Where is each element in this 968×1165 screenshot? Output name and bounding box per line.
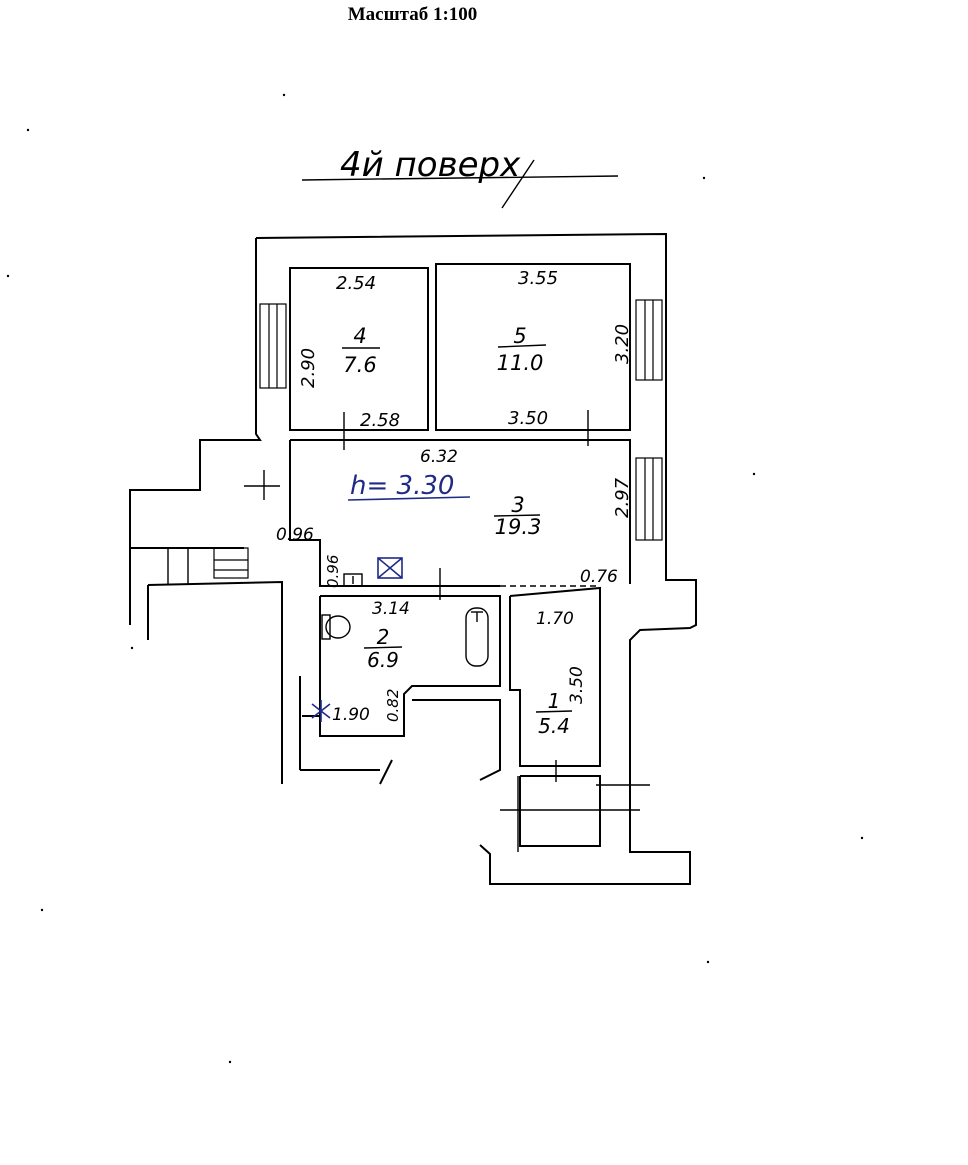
ceiling-height-label: h= 3.30 (350, 471, 454, 501)
dim-room2-width: 3.14 (372, 599, 410, 619)
dim-niche-depth: 0.96 (324, 555, 342, 588)
dim-room4-side: 2.90 (298, 348, 319, 388)
dim-room1-width: 1.70 (536, 609, 574, 629)
room-4-walls (289, 267, 429, 431)
dim-room5-top: 3.55 (518, 268, 558, 289)
dim-room2-bottom: 1.90 (332, 705, 370, 725)
light-fixture-icon (311, 700, 331, 722)
windows (213, 299, 663, 579)
stair-block (519, 775, 601, 847)
room-3-number: 3 (511, 493, 524, 517)
bathtub-icon (465, 607, 489, 667)
room-4-area: 7.6 (343, 353, 376, 377)
outer-walls (129, 232, 697, 885)
dim-hall-width: 6.32 (420, 447, 458, 467)
dim-opening: 0.76 (580, 567, 618, 587)
room-5-number: 5 (513, 324, 526, 348)
room-2-area: 6.9 (367, 648, 399, 672)
dim-room4-top: 2.54 (336, 273, 376, 294)
room-1-number: 1 (548, 689, 561, 713)
room-1-area: 5.4 (538, 714, 570, 738)
floor-title-slash (501, 159, 535, 209)
room-5-area: 11.0 (497, 351, 544, 375)
room-3-area: 19.3 (495, 515, 542, 539)
boiler-icon (377, 557, 403, 579)
room-2-number: 2 (377, 625, 390, 649)
sink-icon (343, 573, 363, 587)
scan-dots (6, 93, 864, 1064)
dim-room4-bottom: 2.58 (360, 410, 400, 431)
room-3-walls (290, 439, 631, 584)
room-1-walls (509, 586, 601, 767)
floor-title-underline (301, 175, 619, 181)
toilet-icon (321, 614, 351, 640)
dim-room1-depth: 3.50 (567, 666, 587, 704)
dim-room5-bottom: 3.50 (508, 408, 548, 429)
dim-room2-depth: 0.82 (384, 689, 402, 722)
dim-hall-depth: 2.97 (612, 477, 633, 518)
room-4-number: 4 (353, 324, 366, 348)
dim-niche-width: 0.96 (276, 525, 314, 545)
room-5-walls (435, 263, 631, 431)
door-marks (167, 410, 589, 852)
scale-label: Масштаб 1:100 (347, 4, 478, 25)
room-2-walls (319, 595, 501, 737)
dim-room5-side: 3.20 (612, 324, 633, 364)
